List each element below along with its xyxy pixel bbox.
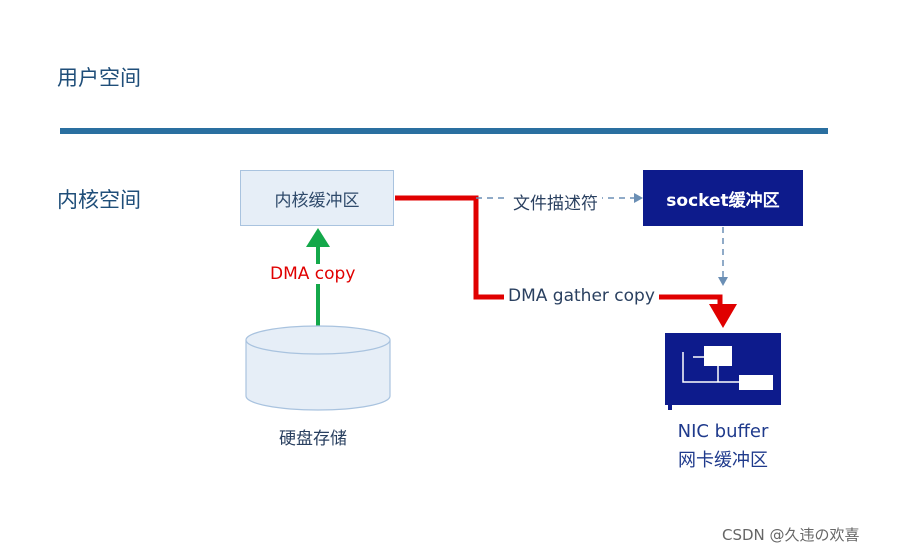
kernel-buffer-label: 内核缓冲区 xyxy=(274,190,360,211)
socket-buffer-box: socket缓冲区 xyxy=(643,170,803,226)
file-descriptor-arrowhead xyxy=(634,193,643,203)
dma-copy-label: DMA copy xyxy=(266,264,360,284)
disk-storage-icon xyxy=(245,325,391,411)
socket-to-nic-arrowhead xyxy=(718,277,728,286)
dma-gather-copy-label: DMA gather copy xyxy=(504,286,659,306)
kernel-buffer-box: 内核缓冲区 xyxy=(240,170,394,226)
nic-buffer-cn-label: 网卡缓冲区 xyxy=(678,450,768,471)
dma-gather-copy-line xyxy=(395,195,723,305)
network-card-icon xyxy=(665,333,781,410)
user-space-label: 用户空间 xyxy=(57,66,141,90)
user-kernel-divider xyxy=(60,128,828,134)
nic-buffer-label: NIC buffer xyxy=(677,421,769,442)
disk-storage-label: 硬盘存储 xyxy=(279,429,347,449)
watermark: CSDN @久违の欢喜 xyxy=(722,526,860,544)
socket-buffer-label: socket缓冲区 xyxy=(666,190,780,211)
file-descriptor-label: 文件描述符 xyxy=(509,189,602,214)
kernel-space-label: 内核空间 xyxy=(57,188,141,212)
dma-gather-copy-arrowhead xyxy=(709,304,737,328)
dma-copy-arrowhead xyxy=(306,228,330,247)
